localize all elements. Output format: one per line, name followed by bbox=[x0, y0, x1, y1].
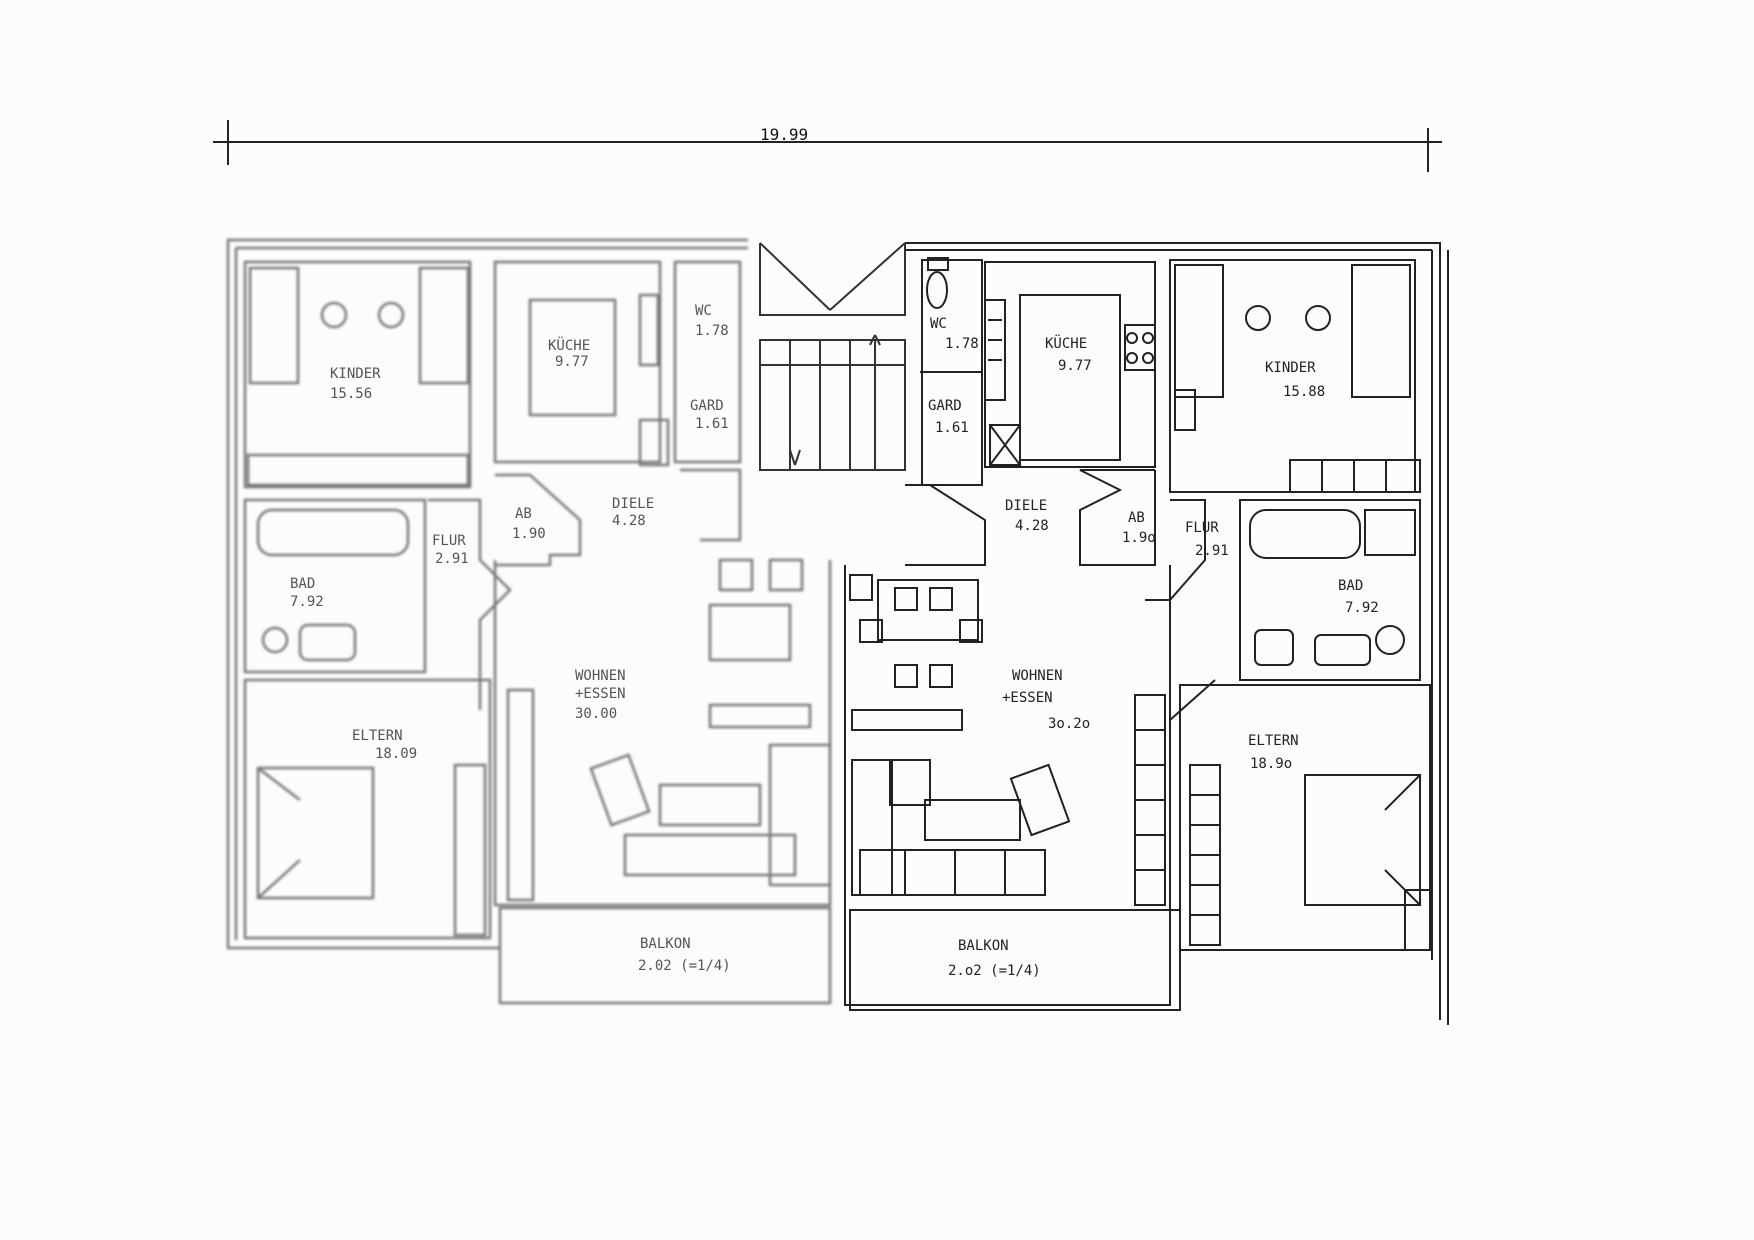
right-eltern-area: 18.9o bbox=[1250, 756, 1292, 772]
left-essen-label: +ESSEN bbox=[575, 686, 626, 702]
right-ab-area: 1.9o bbox=[1122, 530, 1156, 546]
left-gard-area: 1.61 bbox=[695, 416, 729, 432]
right-gard-label: GARD bbox=[928, 398, 962, 414]
right-balkon-area: 2.o2 (=1/4) bbox=[948, 963, 1041, 979]
left-kinder-area: 15.56 bbox=[330, 386, 372, 402]
left-bad-label: BAD bbox=[290, 576, 315, 592]
right-wohnen-area: 3o.2o bbox=[1048, 716, 1090, 732]
left-flur-label: FLUR bbox=[432, 533, 466, 549]
left-eltern-area: 18.09 bbox=[375, 746, 417, 762]
right-bad-label: BAD bbox=[1338, 578, 1363, 594]
right-unit: WC 1.78 GARD 1.61 KÜCHE 9.77 KINDER 15.8… bbox=[844, 242, 1449, 1025]
left-balkon-area: 2.02 (=1/4) bbox=[638, 958, 731, 974]
right-essen-label: +ESSEN bbox=[1002, 690, 1053, 706]
left-kinder-label: KINDER bbox=[330, 366, 381, 382]
right-balkon-label: BALKON bbox=[958, 938, 1009, 954]
left-wohnen-area: 30.00 bbox=[575, 706, 617, 722]
left-wc-label: WC bbox=[695, 303, 712, 319]
left-diele-area: 4.28 bbox=[612, 513, 646, 529]
right-wohnen-label: WOHNEN bbox=[1012, 668, 1063, 684]
left-balkon-label: BALKON bbox=[640, 936, 691, 952]
left-bad-area: 7.92 bbox=[290, 594, 324, 610]
left-wc-area: 1.78 bbox=[695, 323, 729, 339]
right-kueche-area: 9.77 bbox=[1058, 358, 1092, 374]
left-ab-label: AB bbox=[515, 506, 532, 522]
right-gard-area: 1.61 bbox=[935, 420, 969, 436]
right-kinder-area: 15.88 bbox=[1283, 384, 1325, 400]
left-ab-area: 1.90 bbox=[512, 526, 546, 542]
right-bad-area: 7.92 bbox=[1345, 600, 1379, 616]
left-gard-label: GARD bbox=[690, 398, 724, 414]
right-diele-area: 4.28 bbox=[1015, 518, 1049, 534]
right-kinder-label: KINDER bbox=[1265, 360, 1316, 376]
right-wc-area: 1.78 bbox=[945, 336, 979, 352]
left-eltern-label: ELTERN bbox=[352, 728, 403, 744]
right-flur-area: 2.91 bbox=[1195, 543, 1229, 559]
dimension-label: 19.99 bbox=[760, 125, 808, 144]
right-kueche-label: KÜCHE bbox=[1045, 334, 1087, 352]
stairwell bbox=[759, 242, 906, 471]
left-kueche-label: KÜCHE bbox=[548, 336, 590, 354]
right-ab-label: AB bbox=[1128, 510, 1145, 526]
dimension-line bbox=[213, 120, 1442, 172]
left-flur-area: 2.91 bbox=[435, 551, 469, 567]
right-wc-label: WC bbox=[930, 316, 947, 332]
right-eltern-label: ELTERN bbox=[1248, 733, 1299, 749]
left-wohnen-label: WOHNEN bbox=[575, 668, 626, 684]
left-diele-label: DIELE bbox=[612, 496, 654, 512]
left-unit: KINDER 15.56 KÜCHE 9.77 WC 1.78 GARD 1.6… bbox=[226, 238, 832, 1005]
right-flur-label: FLUR bbox=[1185, 520, 1219, 536]
right-diele-label: DIELE bbox=[1005, 498, 1047, 514]
left-kueche-area: 9.77 bbox=[555, 354, 589, 370]
